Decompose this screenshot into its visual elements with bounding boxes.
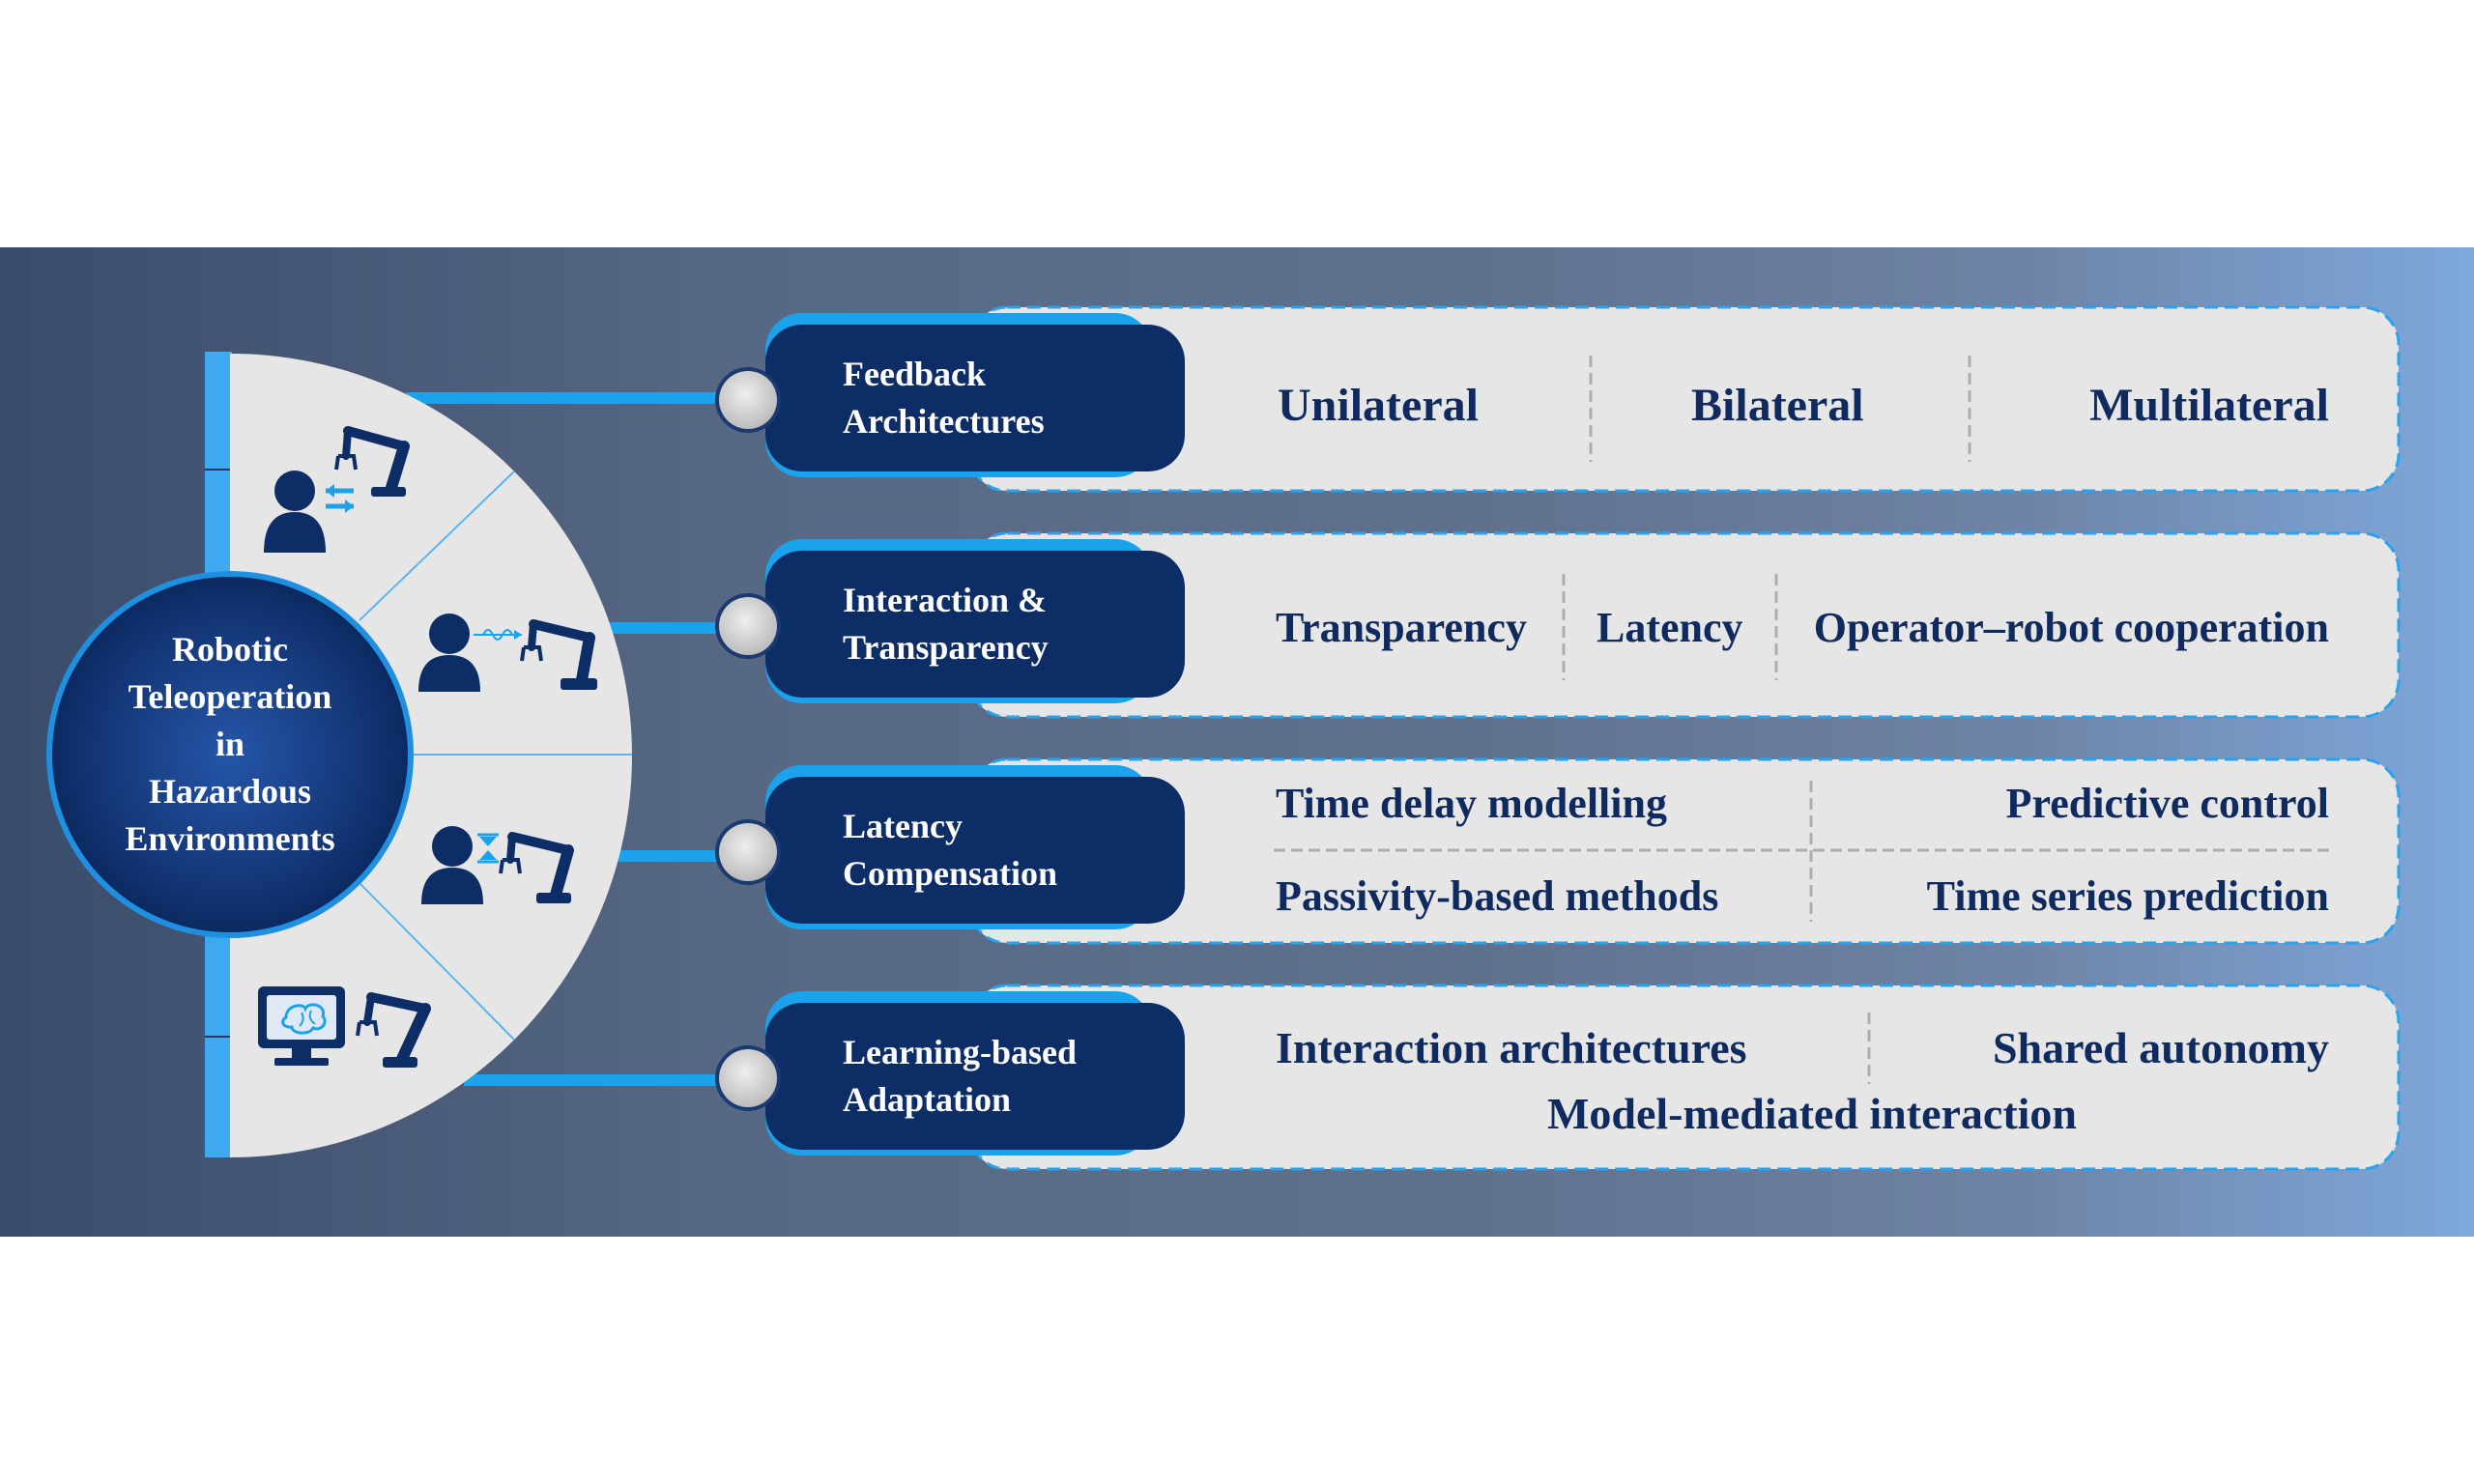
center-title-line: Teleoperation: [128, 677, 332, 716]
category-title-line: Compensation: [843, 854, 1058, 893]
category-title-learning-based-adaptation: Learning-based Adaptation: [765, 1003, 1185, 1150]
brain-monitor-robot-icon: [258, 986, 431, 1068]
item-transparency: Transparency: [1276, 604, 1527, 651]
central-hub: [46, 571, 414, 938]
category-title-line: Feedback: [843, 355, 986, 393]
center-title-line: in: [215, 725, 245, 763]
category-title-line: Latency: [843, 807, 963, 845]
item-predictive-control: Predictive control: [2005, 780, 2329, 827]
category-title-line: Architectures: [843, 402, 1045, 441]
center-title-line: Robotic: [172, 630, 288, 669]
category-title-line: Learning-based: [843, 1033, 1078, 1071]
operator-robot-signal-icon: [418, 614, 597, 692]
operator-robot-bidirectional-icon: [264, 426, 410, 553]
item-interaction-architectures: Interaction architectures: [1276, 1023, 1747, 1072]
category-title-feedback-architectures: Feedback Architectures: [765, 325, 1185, 471]
category-title-interaction-transparency: Interaction & Transparency: [765, 551, 1185, 698]
category-row-2: [715, 531, 2401, 719]
category-row-1: [715, 305, 2401, 493]
center-title-line: Hazardous: [148, 772, 311, 811]
item-latency: Latency: [1597, 604, 1743, 651]
item-shared-autonomy: Shared autonomy: [1992, 1023, 2329, 1072]
item-passivity-based-methods: Passivity-based methods: [1276, 872, 1719, 920]
item-multilateral: Multilateral: [2089, 380, 2329, 431]
category-title-line: Interaction &: [843, 581, 1047, 619]
category-row-4: [715, 984, 2401, 1171]
category-title-latency-compensation: Latency Compensation: [765, 777, 1185, 924]
item-unilateral: Unilateral: [1278, 380, 1479, 431]
item-bilateral: Bilateral: [1691, 380, 1864, 431]
operator-robot-hourglass-icon: [421, 826, 574, 904]
center-title: Robotic Teleoperation in Hazardous Envir…: [87, 626, 373, 863]
connector-lines: [406, 392, 725, 1086]
item-time-series-prediction: Time series prediction: [1926, 872, 2329, 920]
item-model-mediated-interaction: Model-mediated interaction: [1546, 1089, 2078, 1138]
center-title-line: Environments: [125, 819, 335, 858]
category-title-line: Transparency: [843, 628, 1049, 667]
item-operator-robot-cooperation: Operator–robot cooperation: [1813, 604, 2329, 651]
category-row-3: [715, 757, 2401, 945]
category-title-line: Adaptation: [843, 1080, 1012, 1119]
item-time-delay-modelling: Time delay modelling: [1276, 780, 1667, 827]
